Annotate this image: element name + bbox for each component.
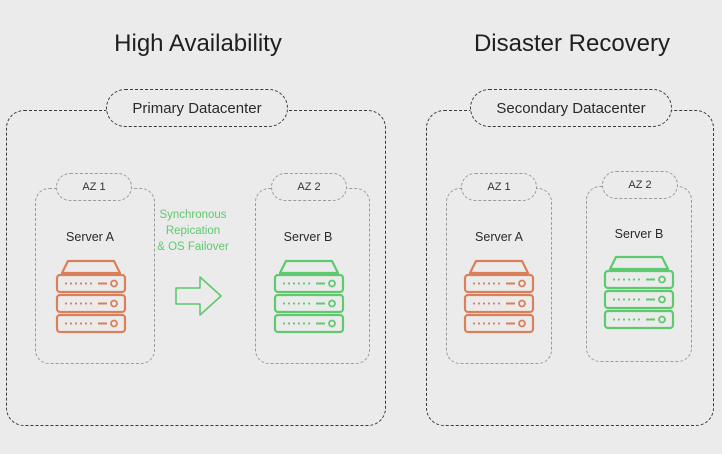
server-rack-icon: [273, 259, 345, 334]
replication-line-3: & OS Failover: [157, 241, 229, 253]
primary-server-b-label: Server B: [283, 230, 333, 244]
secondary-datacenter-label: Secondary Datacenter: [470, 89, 672, 127]
primary-server-a-label: Server A: [66, 230, 114, 244]
server-unit: [55, 293, 127, 314]
server-unit: [463, 313, 535, 334]
secondary-server-b-label: Server B: [614, 227, 664, 241]
secondary-server-a-label: Server A: [475, 230, 523, 244]
server-unit: [273, 313, 345, 334]
server-top-cap: [468, 259, 530, 275]
server-unit: [463, 293, 535, 314]
server-unit: [603, 269, 675, 290]
server-top-cap: [608, 255, 670, 271]
arrow-right-icon: [175, 276, 222, 316]
server-rack-icon: [463, 259, 535, 334]
replication-line-1: Synchronous: [159, 209, 227, 221]
server-top-cap: [278, 259, 340, 275]
replication-line-2: Repication: [165, 225, 221, 237]
server-unit: [55, 273, 127, 294]
title-disaster-recovery: Disaster Recovery: [473, 30, 671, 57]
secondary-az1-label: AZ 1: [461, 173, 537, 201]
server-unit: [463, 273, 535, 294]
server-unit: [603, 309, 675, 330]
server-unit: [273, 273, 345, 294]
primary-datacenter-label: Primary Datacenter: [106, 89, 288, 127]
server-unit: [603, 289, 675, 310]
server-rack-icon: [603, 255, 675, 330]
primary-az1-label: AZ 1: [56, 173, 132, 201]
secondary-az2-label: AZ 2: [602, 171, 678, 199]
server-top-cap: [60, 259, 122, 275]
server-unit: [273, 293, 345, 314]
title-high-availability: High Availability: [114, 30, 282, 57]
server-unit: [55, 313, 127, 334]
primary-az2-label: AZ 2: [271, 173, 347, 201]
replication-text: Synchronous Repication & OS Failover: [143, 207, 243, 255]
server-rack-icon: [55, 259, 127, 334]
